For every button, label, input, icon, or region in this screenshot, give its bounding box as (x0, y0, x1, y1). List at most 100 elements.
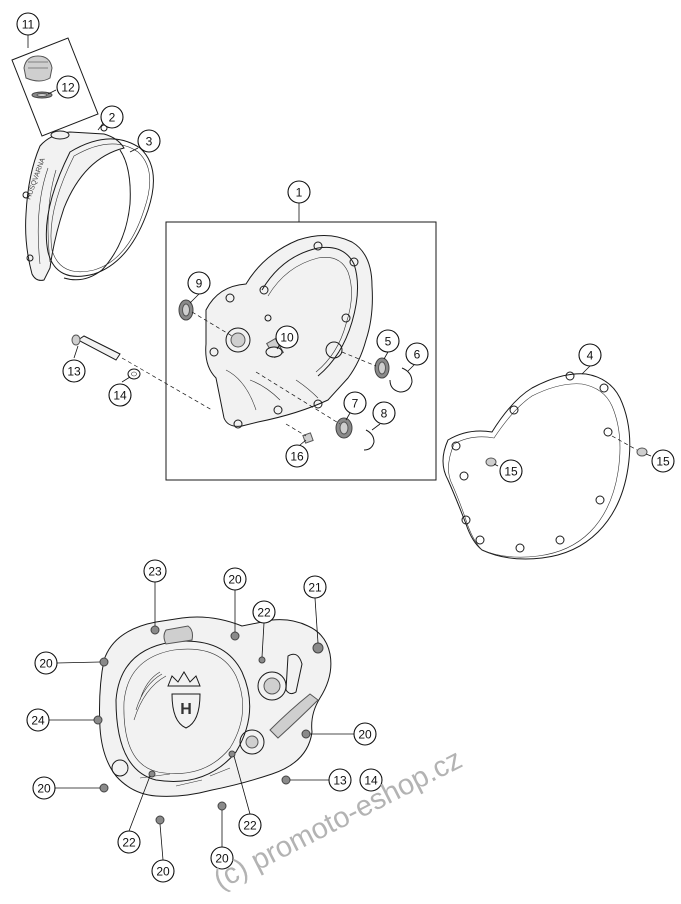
callout-number: 20 (358, 728, 372, 742)
callout-number: 23 (148, 565, 162, 579)
callout-circle (285, 444, 309, 468)
circlip-6 (389, 364, 415, 393)
callout-number: 7 (352, 397, 359, 411)
assembled-clutch-cover: H (93, 616, 332, 825)
callout-circle (56, 75, 80, 99)
callout-number: 12 (61, 81, 75, 95)
callout-number: 5 (385, 335, 392, 349)
seal-7 (335, 412, 353, 439)
callout-number: 1 (296, 186, 303, 200)
callout-number: 2 (109, 111, 116, 125)
callout-number: 14 (113, 389, 127, 403)
callout-number: 20 (228, 573, 242, 587)
callout-number: 22 (122, 836, 136, 850)
callout-c1: 1 (287, 180, 311, 204)
clutch-cover-outer: HUSQVARNA (22, 121, 131, 281)
callout-c24: 24 (26, 708, 50, 732)
callout-circle (143, 559, 167, 583)
callout-circle (238, 813, 262, 837)
callout-number: 14 (364, 774, 378, 788)
dowel-15-left (485, 457, 499, 467)
callout-circle (343, 391, 367, 415)
callout-number: 24 (31, 714, 45, 728)
callout-c14a: 14 (108, 383, 132, 407)
callout-circle (187, 271, 211, 295)
callout-number: 22 (243, 819, 257, 833)
callout-number: 13 (333, 774, 347, 788)
callout-c13a: 13 (62, 359, 86, 383)
clutch-cover-gasket (45, 138, 154, 277)
callout-c22c: 22 (117, 830, 141, 854)
callout-c8: 8 (372, 401, 396, 425)
callout-number: 11 (22, 18, 35, 32)
callout-c12: 12 (56, 75, 80, 99)
callout-circle (62, 359, 86, 383)
callout-circle (100, 105, 124, 129)
callout-number: 20 (39, 657, 53, 671)
callout-number: 6 (414, 348, 421, 362)
callout-c4: 4 (578, 343, 602, 367)
dowel-15-right (611, 435, 652, 457)
gasket-4 (442, 365, 631, 560)
callout-c10: 10 (275, 325, 299, 349)
callout-c16: 16 (285, 444, 309, 468)
callout-c22b: 22 (238, 813, 262, 837)
callout-c15a: 15 (499, 459, 523, 483)
callout-c20f: 20 (210, 846, 234, 870)
callout-c21: 21 (303, 575, 327, 599)
oil-filler-cap-group (11, 35, 99, 137)
callout-circle (359, 768, 383, 792)
callout-circle (328, 768, 352, 792)
callout-circle (26, 708, 50, 732)
callout-c15b: 15 (651, 449, 675, 473)
callout-c20a: 20 (223, 567, 247, 591)
callout-c3: 3 (137, 129, 161, 153)
callout-number: 21 (308, 581, 322, 595)
screw-16 (285, 423, 314, 446)
callout-circle (275, 325, 299, 349)
seal-9 (178, 293, 233, 337)
callout-c14b: 14 (359, 768, 383, 792)
callout-number: 20 (215, 852, 229, 866)
callout-circle (372, 401, 396, 425)
callout-circle (34, 651, 58, 675)
callout-circle (405, 342, 429, 366)
callout-number: 8 (381, 407, 388, 421)
callout-number: 9 (196, 277, 203, 291)
callout-circle (151, 859, 175, 883)
callout-number: 20 (156, 865, 170, 879)
callout-c7: 7 (343, 391, 367, 415)
callout-circle (376, 329, 400, 353)
callout-c9: 9 (187, 271, 211, 295)
seal-5 (341, 351, 390, 379)
callout-c23: 23 (143, 559, 167, 583)
callout-circle (499, 459, 523, 483)
circlip-8 (363, 423, 381, 451)
callout-circle (108, 383, 132, 407)
callout-number: 16 (290, 450, 304, 464)
callout-number: 20 (37, 782, 51, 796)
callout-circle (353, 722, 377, 746)
callout-number: 3 (146, 135, 153, 149)
callout-circle (137, 129, 161, 153)
callout-circle (16, 12, 40, 36)
callout-circle (223, 567, 247, 591)
bottom-leader-lines (49, 582, 354, 861)
callout-circle (32, 776, 56, 800)
callout-c20e: 20 (151, 859, 175, 883)
callout-number: 15 (504, 465, 518, 479)
callout-circle (287, 180, 311, 204)
callout-c11: 11 (16, 12, 40, 36)
svg-text:H: H (180, 701, 192, 718)
callout-number: 13 (67, 365, 81, 379)
callout-c20b: 20 (34, 651, 58, 675)
callout-circle (117, 830, 141, 854)
callout-c20c: 20 (353, 722, 377, 746)
callout-circle (210, 846, 234, 870)
callout-circle (303, 575, 327, 599)
callout-c5: 5 (376, 329, 400, 353)
callout-number: 15 (656, 455, 670, 469)
callout-circle (578, 343, 602, 367)
